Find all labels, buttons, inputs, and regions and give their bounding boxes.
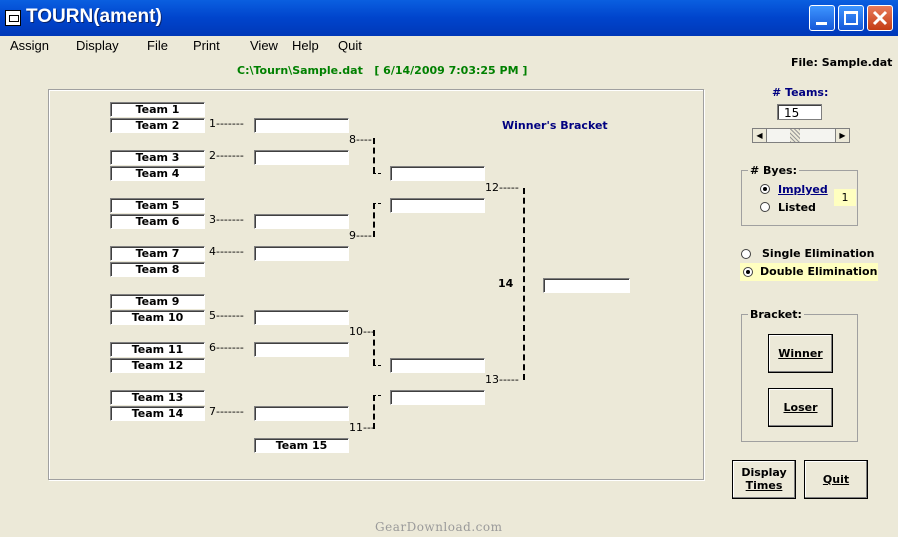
final-winner-slot[interactable] bbox=[543, 278, 630, 293]
team-slot[interactable]: Team 11 bbox=[110, 342, 205, 357]
single-elimination-label[interactable]: Single Elimination bbox=[762, 247, 875, 260]
team-slot[interactable]: Team 7 bbox=[110, 246, 205, 261]
winner-slot[interactable] bbox=[254, 310, 349, 325]
bracket-group-title: Bracket: bbox=[748, 308, 804, 321]
byes-group bbox=[741, 170, 858, 226]
title-bar bbox=[0, 0, 898, 36]
teams-count-field[interactable]: 15 bbox=[777, 104, 822, 120]
display-times-label-2: Times bbox=[745, 479, 783, 492]
close-icon bbox=[872, 10, 888, 26]
game-label: 10--- bbox=[349, 325, 375, 338]
bracket-connector bbox=[373, 203, 381, 204]
bracket-connector bbox=[373, 395, 381, 396]
close-button[interactable] bbox=[867, 5, 893, 31]
winner-slot[interactable] bbox=[390, 358, 485, 373]
game-label: 5------- bbox=[209, 309, 244, 322]
game-label: 8---- bbox=[349, 133, 372, 146]
implyed-radio[interactable] bbox=[760, 184, 770, 194]
double-elimination-highlight bbox=[740, 263, 878, 281]
team-slot[interactable]: Team 4 bbox=[110, 166, 205, 181]
menu-print[interactable]: Print bbox=[193, 38, 220, 53]
winner-slot[interactable] bbox=[390, 390, 485, 405]
winner-slot[interactable] bbox=[254, 406, 349, 421]
menu-view[interactable]: View bbox=[250, 38, 278, 53]
team-slot[interactable]: Team 13 bbox=[110, 390, 205, 405]
single-elimination-radio[interactable] bbox=[741, 249, 751, 259]
window-title: TOURN(ament) bbox=[26, 6, 162, 27]
bracket-connector bbox=[373, 173, 381, 174]
bracket-connector bbox=[523, 188, 525, 380]
team-slot[interactable]: Team 9 bbox=[110, 294, 205, 309]
scroll-right-button[interactable]: ▶ bbox=[835, 128, 850, 143]
winner-slot[interactable] bbox=[254, 118, 349, 133]
team-slot[interactable]: Team 14 bbox=[110, 406, 205, 421]
menu-help[interactable]: Help bbox=[292, 38, 319, 53]
game-label: 7------- bbox=[209, 405, 244, 418]
bye-team-slot[interactable]: Team 15 bbox=[254, 438, 349, 453]
game-label: 4------- bbox=[209, 245, 244, 258]
display-times-button[interactable]: Display Times bbox=[732, 460, 796, 499]
scroll-thumb[interactable] bbox=[790, 129, 800, 142]
double-elimination-label[interactable]: Double Elimination bbox=[760, 265, 878, 278]
loser-bracket-button[interactable]: Loser bbox=[768, 388, 833, 427]
scroll-left-button[interactable]: ◀ bbox=[752, 128, 767, 143]
file-label: File: Sample.dat bbox=[791, 56, 893, 69]
double-elimination-radio[interactable] bbox=[743, 267, 753, 277]
team-slot[interactable]: Team 2 bbox=[110, 118, 205, 133]
team-slot[interactable]: Team 6 bbox=[110, 214, 205, 229]
quit-button[interactable]: Quit bbox=[804, 460, 868, 499]
game-label: 3------- bbox=[209, 213, 244, 226]
display-times-label-1: Display bbox=[741, 466, 787, 479]
teams-count-label: # Teams: bbox=[772, 86, 829, 99]
winner-slot[interactable] bbox=[254, 342, 349, 357]
team-slot[interactable]: Team 10 bbox=[110, 310, 205, 325]
bracket-connector bbox=[373, 330, 375, 365]
maximize-button[interactable] bbox=[838, 5, 864, 31]
winner-bracket-button[interactable]: Winner bbox=[768, 334, 833, 373]
menu-quit[interactable]: Quit bbox=[338, 38, 362, 53]
game-label: 2------- bbox=[209, 149, 244, 162]
game-label: 1------- bbox=[209, 117, 244, 130]
bracket-panel bbox=[48, 89, 704, 480]
game-label: 9---- bbox=[349, 229, 372, 242]
winner-slot[interactable] bbox=[390, 198, 485, 213]
watermark: GearDownload.com bbox=[375, 520, 503, 534]
menu-file[interactable]: File bbox=[147, 38, 168, 53]
team-slot[interactable]: Team 8 bbox=[110, 262, 205, 277]
listed-label[interactable]: Listed bbox=[778, 201, 816, 214]
game-label: 14 bbox=[498, 277, 514, 290]
arrow-right-icon: ▶ bbox=[839, 131, 846, 140]
game-label: 13----- bbox=[485, 373, 519, 386]
bracket-connector bbox=[373, 138, 375, 173]
arrow-left-icon: ◀ bbox=[756, 131, 763, 140]
winner-slot[interactable] bbox=[390, 166, 485, 181]
winner-slot[interactable] bbox=[254, 150, 349, 165]
menu-assign[interactable]: Assign bbox=[10, 38, 50, 53]
byes-count: 1 bbox=[834, 189, 856, 206]
game-label: 12----- bbox=[485, 181, 519, 194]
game-label: 11--- bbox=[349, 421, 375, 434]
file-path-status: C:\Tourn\Sample.dat [ 6/14/2009 7:03:25 … bbox=[237, 64, 528, 77]
bracket-connector bbox=[373, 365, 381, 366]
menu-display[interactable]: Display bbox=[76, 38, 119, 53]
winner-slot[interactable] bbox=[254, 214, 349, 229]
bracket-connector bbox=[373, 203, 375, 237]
bracket-title: Winner's Bracket bbox=[502, 119, 608, 132]
team-slot[interactable]: Team 1 bbox=[110, 102, 205, 117]
implyed-label[interactable]: Implyed bbox=[778, 183, 828, 196]
minimize-button[interactable] bbox=[809, 5, 835, 31]
team-slot[interactable]: Team 12 bbox=[110, 358, 205, 373]
team-slot[interactable]: Team 5 bbox=[110, 198, 205, 213]
winner-slot[interactable] bbox=[254, 246, 349, 261]
byes-group-title: # Byes: bbox=[748, 164, 800, 177]
bracket-connector bbox=[373, 395, 375, 429]
team-slot[interactable]: Team 3 bbox=[110, 150, 205, 165]
app-icon[interactable] bbox=[5, 10, 21, 26]
game-label: 6------- bbox=[209, 341, 244, 354]
listed-radio[interactable] bbox=[760, 202, 770, 212]
